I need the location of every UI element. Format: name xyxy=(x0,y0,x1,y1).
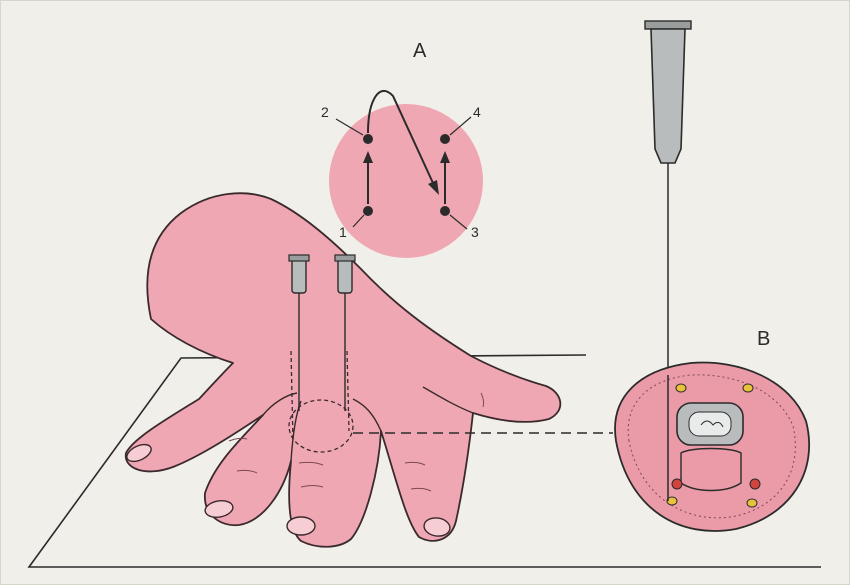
point-2 xyxy=(363,134,373,144)
point-1 xyxy=(363,206,373,216)
hand-illustration xyxy=(124,193,560,547)
point-label-2: 2 xyxy=(321,105,329,119)
panel-b-label: B xyxy=(757,329,770,349)
hand-shape xyxy=(126,193,561,547)
point-label-3: 3 xyxy=(471,225,479,239)
panel-a-label: A xyxy=(413,41,426,61)
finger-cross-section xyxy=(615,363,809,531)
point-label-1: 1 xyxy=(339,225,347,239)
point-4 xyxy=(440,134,450,144)
injection-sequence-diagram xyxy=(329,91,483,258)
point-label-4: 4 xyxy=(473,105,481,119)
point-3 xyxy=(440,206,450,216)
